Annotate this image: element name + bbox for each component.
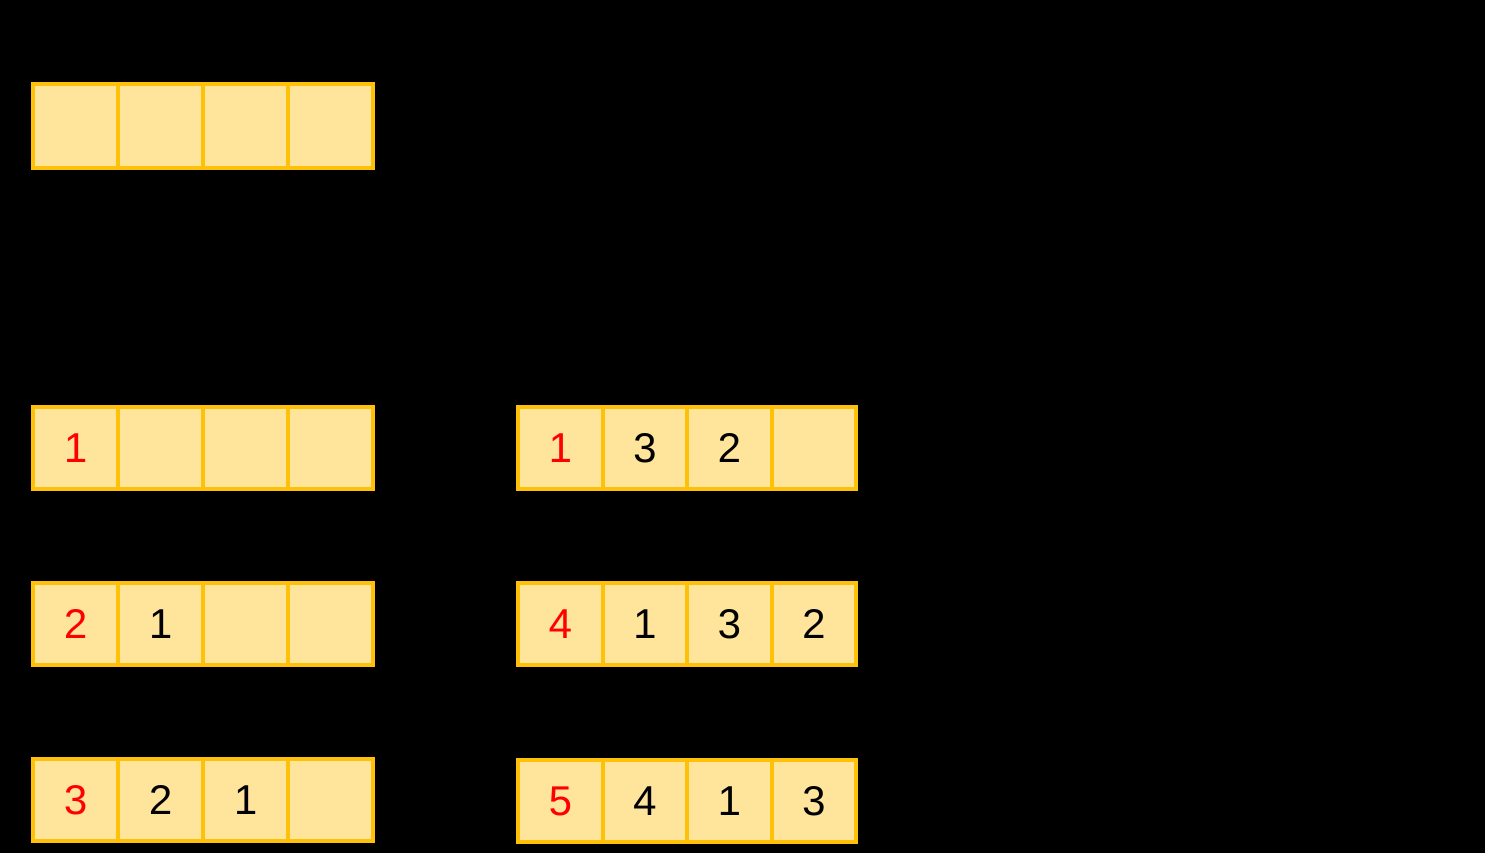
array-row2-left: 1: [31, 405, 375, 491]
array-cell: [290, 86, 371, 166]
array-cell: [205, 86, 290, 166]
array-cell: 1: [205, 761, 290, 839]
cell-value: 4: [633, 777, 657, 824]
cell-value: 1: [548, 424, 572, 471]
cell-value: 2: [148, 776, 173, 823]
cell-value: 1: [63, 424, 88, 471]
array-cell: 1: [520, 409, 605, 487]
cell-value: 3: [63, 776, 88, 823]
array-cell: [35, 86, 120, 166]
cell-value: 2: [717, 424, 741, 471]
cell-value: 1: [233, 776, 258, 823]
array-cell: 3: [774, 762, 855, 840]
array-cell: [120, 409, 205, 487]
array-row4-right: 5 4 1 3: [516, 758, 858, 844]
array-cell: 5: [520, 762, 605, 840]
array-cell: [774, 409, 855, 487]
array-cell: 3: [35, 761, 120, 839]
cell-value: 1: [148, 600, 173, 647]
array-cell: [205, 585, 290, 663]
cell-value: 2: [63, 600, 88, 647]
array-cell: 2: [35, 585, 120, 663]
array-cell: [205, 409, 290, 487]
cell-value: 1: [717, 777, 741, 824]
cell-value: 3: [717, 600, 741, 647]
cell-value: 1: [633, 600, 657, 647]
array-cell: 4: [520, 585, 605, 663]
array-cell: 2: [120, 761, 205, 839]
cell-value: 3: [802, 777, 826, 824]
array-cell: 1: [120, 585, 205, 663]
array-cell: [290, 761, 371, 839]
array-cell: 1: [35, 409, 120, 487]
cell-value: 2: [802, 600, 826, 647]
array-cell: 2: [774, 585, 855, 663]
array-row2-right: 1 3 2: [516, 405, 858, 491]
array-top-left: [31, 82, 375, 170]
array-row4-left: 3 2 1: [31, 757, 375, 843]
cell-value: 4: [548, 600, 572, 647]
array-cell: [290, 409, 371, 487]
array-cell: 3: [605, 409, 689, 487]
array-cell: 3: [689, 585, 774, 663]
array-cell: 2: [689, 409, 774, 487]
array-cell: [120, 86, 205, 166]
array-cell: [290, 585, 371, 663]
array-cell: 1: [689, 762, 774, 840]
array-row3-left: 2 1: [31, 581, 375, 667]
array-row3-right: 4 1 3 2: [516, 581, 858, 667]
array-cell: 4: [605, 762, 689, 840]
cell-value: 3: [633, 424, 657, 471]
cell-value: 5: [548, 777, 572, 824]
array-cell: 1: [605, 585, 689, 663]
